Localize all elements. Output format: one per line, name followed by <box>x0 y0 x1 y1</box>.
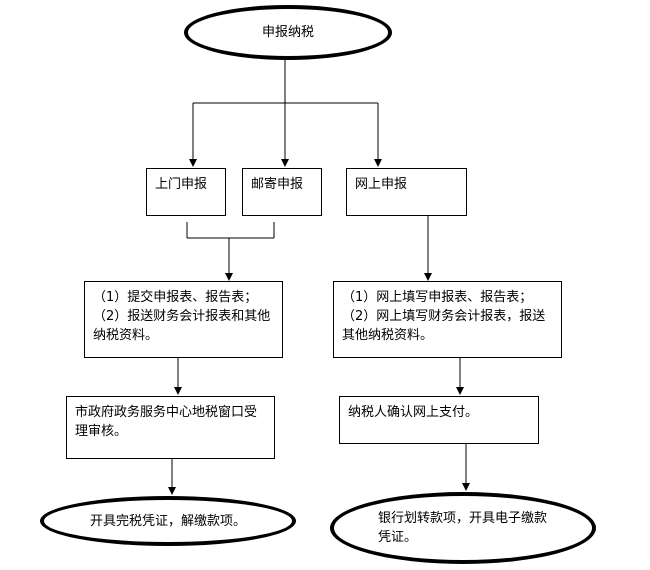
method-mail-box: 邮寄申报 <box>242 168 322 216</box>
online-pay-text: 纳税人确认网上支付。 <box>348 405 479 420</box>
online-fill-box: （1）网上填写申报表、报告表；（2）网上填写财务会计报表，报送其他纳税资料。 <box>333 281 562 358</box>
offline-submit-text: （1）提交申报表、报告表；（2）报送财务会计报表和其他纳税资料。 <box>93 290 271 343</box>
online-end-oval: 银行划转款项，开具电子缴款凭证。 <box>330 492 596 564</box>
online-pay-box: 纳税人确认网上支付。 <box>339 396 539 444</box>
start-label: 申报纳税 <box>261 25 314 40</box>
offline-review-text: 市政府政务服务中心地税窗口受理审核。 <box>75 405 258 439</box>
method-mail-label: 邮寄申报 <box>251 177 304 192</box>
method-online-label: 网上申报 <box>355 177 408 192</box>
online-end-text: 银行划转款项，开具电子缴款凭证。 <box>378 511 548 545</box>
online-fill-text: （1）网上填写申报表、报告表；（2）网上填写财务会计报表，报送其他纳税资料。 <box>342 290 546 343</box>
method-in-person-label: 上门申报 <box>155 177 208 192</box>
offline-end-oval: 开具完税凭证，解缴款项。 <box>40 496 296 546</box>
offline-submit-box: （1）提交申报表、报告表；（2）报送财务会计报表和其他纳税资料。 <box>84 281 283 358</box>
offline-end-text: 开具完税凭证，解缴款项。 <box>89 513 246 529</box>
start-oval: 申报纳税 <box>184 5 392 60</box>
method-in-person-box: 上门申报 <box>146 168 226 216</box>
offline-review-box: 市政府政务服务中心地税窗口受理审核。 <box>66 396 275 459</box>
method-online-box: 网上申报 <box>346 168 467 216</box>
